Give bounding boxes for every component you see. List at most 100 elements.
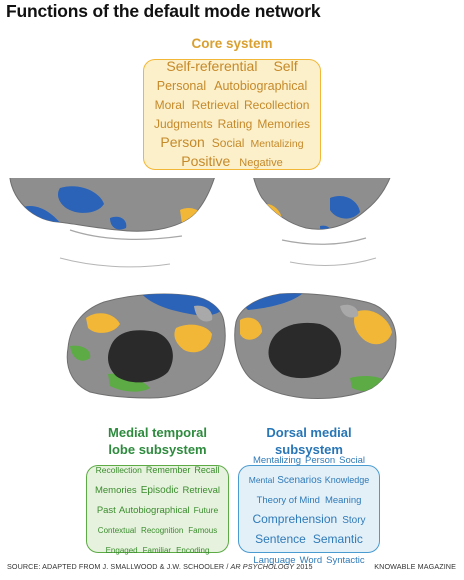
word: Syntactic <box>326 555 365 566</box>
left-lateral-hemisphere <box>9 178 220 294</box>
word: Recollection <box>95 465 142 475</box>
word: Memories <box>257 117 311 131</box>
word: Social <box>211 136 245 150</box>
source-text: SOURCE: ADAPTED FROM J. SMALLWOOD & J.W.… <box>7 562 231 571</box>
word: Self <box>273 58 298 74</box>
medial-temporal-heading: Medial temporal lobe subsystem <box>86 425 229 458</box>
word-line: Person Social Mentalizing <box>144 135 320 151</box>
word: Memories <box>94 485 137 496</box>
dorsal-medial-region <box>286 275 330 291</box>
word: Judgments <box>153 117 213 131</box>
word: Autobiographical <box>118 505 190 516</box>
word: Comprehension <box>252 512 338 526</box>
dorsal-medial-region <box>330 195 360 219</box>
word: Recollection <box>244 98 310 112</box>
gray-region <box>194 305 213 322</box>
medial-temporal-region <box>262 223 274 230</box>
word: Past <box>96 505 116 516</box>
right-lateral-hemisphere <box>253 178 396 291</box>
word: Word <box>299 555 323 566</box>
dorsal-medial-region <box>110 216 127 230</box>
core-region <box>180 207 206 230</box>
source-credit: SOURCE: ADAPTED FROM J. SMALLWOOD & J.W.… <box>7 562 313 571</box>
dorsal-medial-region <box>184 233 204 248</box>
core-region <box>24 228 45 232</box>
word: Language <box>253 555 296 566</box>
word-line: Engaged Familiar Encoding <box>87 541 228 557</box>
word: Self-referential <box>166 58 258 74</box>
word-line: Positive Negative <box>144 154 320 170</box>
word: Person <box>160 134 205 150</box>
word: Meaning <box>324 495 362 506</box>
word: Rating <box>217 117 253 131</box>
word-line: Moral Retrieval Recollection <box>144 97 320 113</box>
word: Story <box>342 515 366 526</box>
word: Person <box>305 455 336 466</box>
brain-surface-maps <box>9 178 397 399</box>
word: Familiar <box>142 546 172 555</box>
core-system-heading: Core system <box>191 36 273 51</box>
dorsal-medial-region <box>320 225 332 230</box>
word: Remember <box>145 465 191 475</box>
source-journal: AR PSYCHOLOGY <box>230 562 295 571</box>
word: Retrieval <box>182 485 221 496</box>
dorsal-medial-region <box>58 186 104 213</box>
dorsal-medial-region <box>363 216 396 230</box>
heading-line: subsystem <box>275 441 343 457</box>
core-region <box>240 317 262 340</box>
word-line: Comprehension Story <box>239 511 379 527</box>
right-medial-hemisphere <box>234 292 397 399</box>
word: Contextual <box>97 526 137 535</box>
word-line: Self-referential Self <box>144 59 320 75</box>
gray-region <box>340 304 359 318</box>
word: Future <box>193 505 219 515</box>
word: Episodic <box>140 485 179 496</box>
medial-temporal-region <box>70 345 91 361</box>
dorsal-medial-region <box>40 268 104 289</box>
word: Semantic <box>312 532 363 546</box>
word: Retrieval <box>191 98 239 112</box>
word-line: Sentence Semantic <box>239 531 379 547</box>
word: Encoding <box>176 546 210 555</box>
word: Recognition <box>141 526 184 535</box>
word: Mentalizing <box>250 138 304 150</box>
word: Moral <box>154 98 185 112</box>
word: Mental <box>248 475 275 485</box>
core-region <box>86 313 120 333</box>
word: Recall <box>194 465 220 475</box>
medial-wall <box>268 322 342 379</box>
core-region <box>174 324 212 353</box>
source-year: 2015 <box>294 562 313 571</box>
medial-temporal-region <box>350 376 392 392</box>
word: Autobiographical <box>214 79 308 93</box>
word: Famous <box>188 526 218 535</box>
left-medial-hemisphere <box>66 293 226 399</box>
word: Mentalizing <box>252 455 302 466</box>
heading-line: lobe subsystem <box>108 441 207 457</box>
medial-temporal-region <box>168 264 204 278</box>
word: Social <box>339 455 366 466</box>
dorsal-medial-region <box>150 271 220 294</box>
word: Sentence <box>255 532 306 546</box>
page-title: Functions of the default mode network <box>6 1 321 21</box>
word-line: Contextual Recognition Famous <box>87 521 228 537</box>
word-line: Judgments Rating Memories <box>144 116 320 132</box>
word: Knowledge <box>324 475 370 485</box>
dorsal-medial-heading: Dorsal medial subsystem <box>236 425 382 458</box>
word: Negative <box>239 157 283 169</box>
word: Engaged <box>105 546 138 555</box>
medial-wall <box>108 330 173 383</box>
word: Positive <box>181 153 231 169</box>
medial-temporal-region <box>108 373 150 392</box>
